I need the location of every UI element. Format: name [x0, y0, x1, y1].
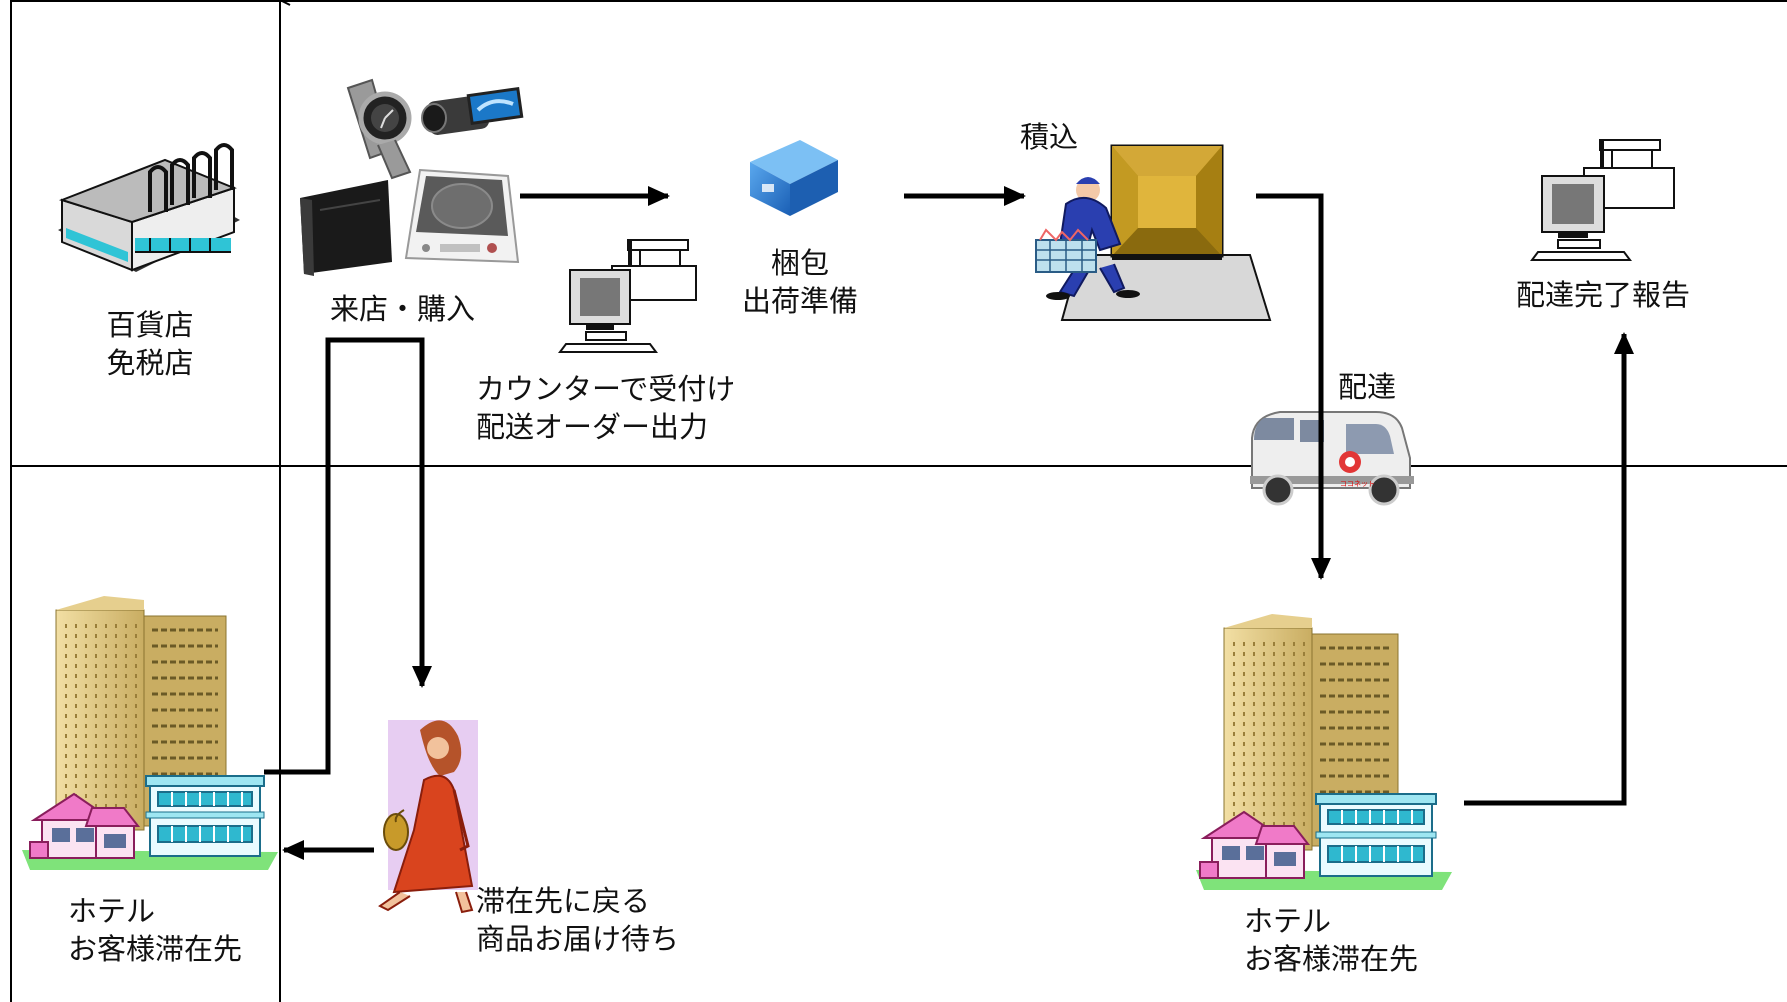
packing-line2: 出荷準備 — [741, 284, 858, 318]
department-store-icon — [58, 143, 240, 272]
hotel-right-line2: お客様滞在先 — [1244, 942, 1419, 976]
hotel-right-line1: ホテル — [1244, 904, 1332, 938]
van-logo-text: ココネット — [1340, 480, 1375, 488]
visit-purchase-text: 来店・購入 — [330, 292, 476, 326]
delivery-text: 配達 — [1338, 370, 1397, 404]
delivery-van-icon: ココネット — [1250, 411, 1414, 506]
hotel-left-line1: ホテル — [68, 894, 156, 928]
label-visit-purchase: 来店・購入 — [330, 290, 475, 328]
counter-line2: 配送オーダー出力 — [476, 410, 709, 444]
counter-computer-icon — [558, 239, 697, 353]
report-text: 配達完了報告 — [1516, 278, 1691, 312]
counter-line1: カウンターで受付け — [476, 372, 736, 406]
label-delivery: 配達 — [1338, 368, 1396, 406]
report-monitor-icon — [1530, 175, 1632, 261]
label-hotel-right: ホテル お客様滞在先 — [1244, 902, 1418, 978]
label-counter: カウンターで受付け 配送オーダー出力 — [476, 370, 735, 446]
loading-text: 積込 — [1020, 120, 1079, 154]
hotel-right-icon — [1196, 614, 1452, 890]
flow-arrows — [264, 186, 1634, 860]
arrow-hotel-to-report — [1464, 332, 1634, 806]
label-packing: 梱包 出荷準備 — [720, 244, 880, 320]
package-box-icon — [750, 140, 838, 216]
hotel-left-icon — [22, 596, 278, 870]
camcorder-icon — [421, 86, 524, 135]
grid-lines — [10, 0, 1787, 1002]
packing-line1: 梱包 — [770, 246, 829, 280]
arrow-loading-to-hotel — [1256, 193, 1331, 580]
products-icon — [300, 78, 524, 276]
label-return-to-stay: 滞在先に戻る 商品お届け待ち — [476, 882, 679, 958]
monitor-icon — [558, 269, 658, 353]
hotel-left-line2: お客様滞在先 — [68, 932, 243, 966]
worker-icon — [1035, 177, 1140, 300]
ih-cooker-icon — [404, 168, 520, 264]
label-hotel-left: ホテル お客様滞在先 — [68, 892, 242, 968]
return-to-stay-line1: 滞在先に戻る — [476, 884, 651, 918]
label-department-store: 百貨店 免税店 — [80, 306, 220, 382]
corner-tick — [279, 0, 291, 6]
department-store-line1: 百貨店 — [106, 308, 194, 342]
router-icon — [300, 180, 392, 276]
label-report: 配達完了報告 — [1516, 276, 1690, 314]
department-store-line2: 免税店 — [106, 346, 194, 380]
watch-icon — [346, 78, 412, 180]
connector-hotel-to-store — [264, 337, 432, 775]
loading-truck-icon — [1035, 144, 1272, 321]
woman-icon — [378, 720, 478, 914]
label-loading: 積込 — [1020, 118, 1078, 156]
return-to-stay-line2: 商品お届け待ち — [476, 922, 680, 956]
report-computer-icon — [1530, 139, 1675, 261]
